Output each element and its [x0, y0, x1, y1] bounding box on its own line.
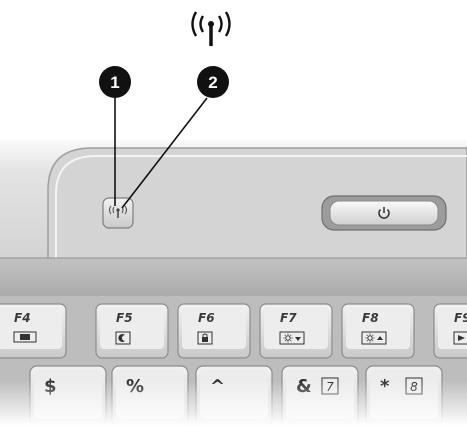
callout-1: 1: [99, 66, 131, 98]
brightness-up-icon: [361, 331, 387, 345]
wireless-icon: [191, 11, 231, 46]
key-label: F4: [14, 311, 31, 325]
brightness-down-icon: [279, 331, 305, 345]
callout-2-number: 2: [208, 73, 217, 92]
key-f9[interactable]: F9: [433, 303, 467, 359]
control-panel: [47, 147, 467, 261]
callout-2-leader: [121, 97, 208, 209]
key-f5[interactable]: F5: [95, 303, 169, 359]
display-switch-icon: [13, 331, 37, 343]
key-f7[interactable]: F7: [259, 303, 333, 359]
key-label: F6: [198, 311, 215, 325]
lock-icon: [197, 331, 213, 345]
wireless-button[interactable]: [102, 197, 134, 229]
key-f4[interactable]: F4: [0, 303, 67, 359]
hinge-band: [0, 258, 467, 298]
power-button[interactable]: [321, 195, 447, 231]
function-key-row: F4 F5 F6 F7 F8 F9: [0, 303, 467, 359]
bottom-fade: [0, 380, 467, 426]
power-icon: [378, 207, 390, 219]
key-label: F5: [116, 311, 133, 325]
key-label: F7: [280, 311, 297, 325]
key-label: F8: [362, 311, 379, 325]
key-label: F9: [454, 311, 467, 325]
play-icon: [453, 331, 467, 345]
callout-1-number: 1: [110, 73, 119, 92]
callout-2: 2: [197, 66, 229, 98]
sleep-icon: [115, 331, 131, 345]
key-f8[interactable]: F8: [341, 303, 415, 359]
control-panel-highlight: [55, 155, 467, 258]
key-f6[interactable]: F6: [177, 303, 251, 359]
